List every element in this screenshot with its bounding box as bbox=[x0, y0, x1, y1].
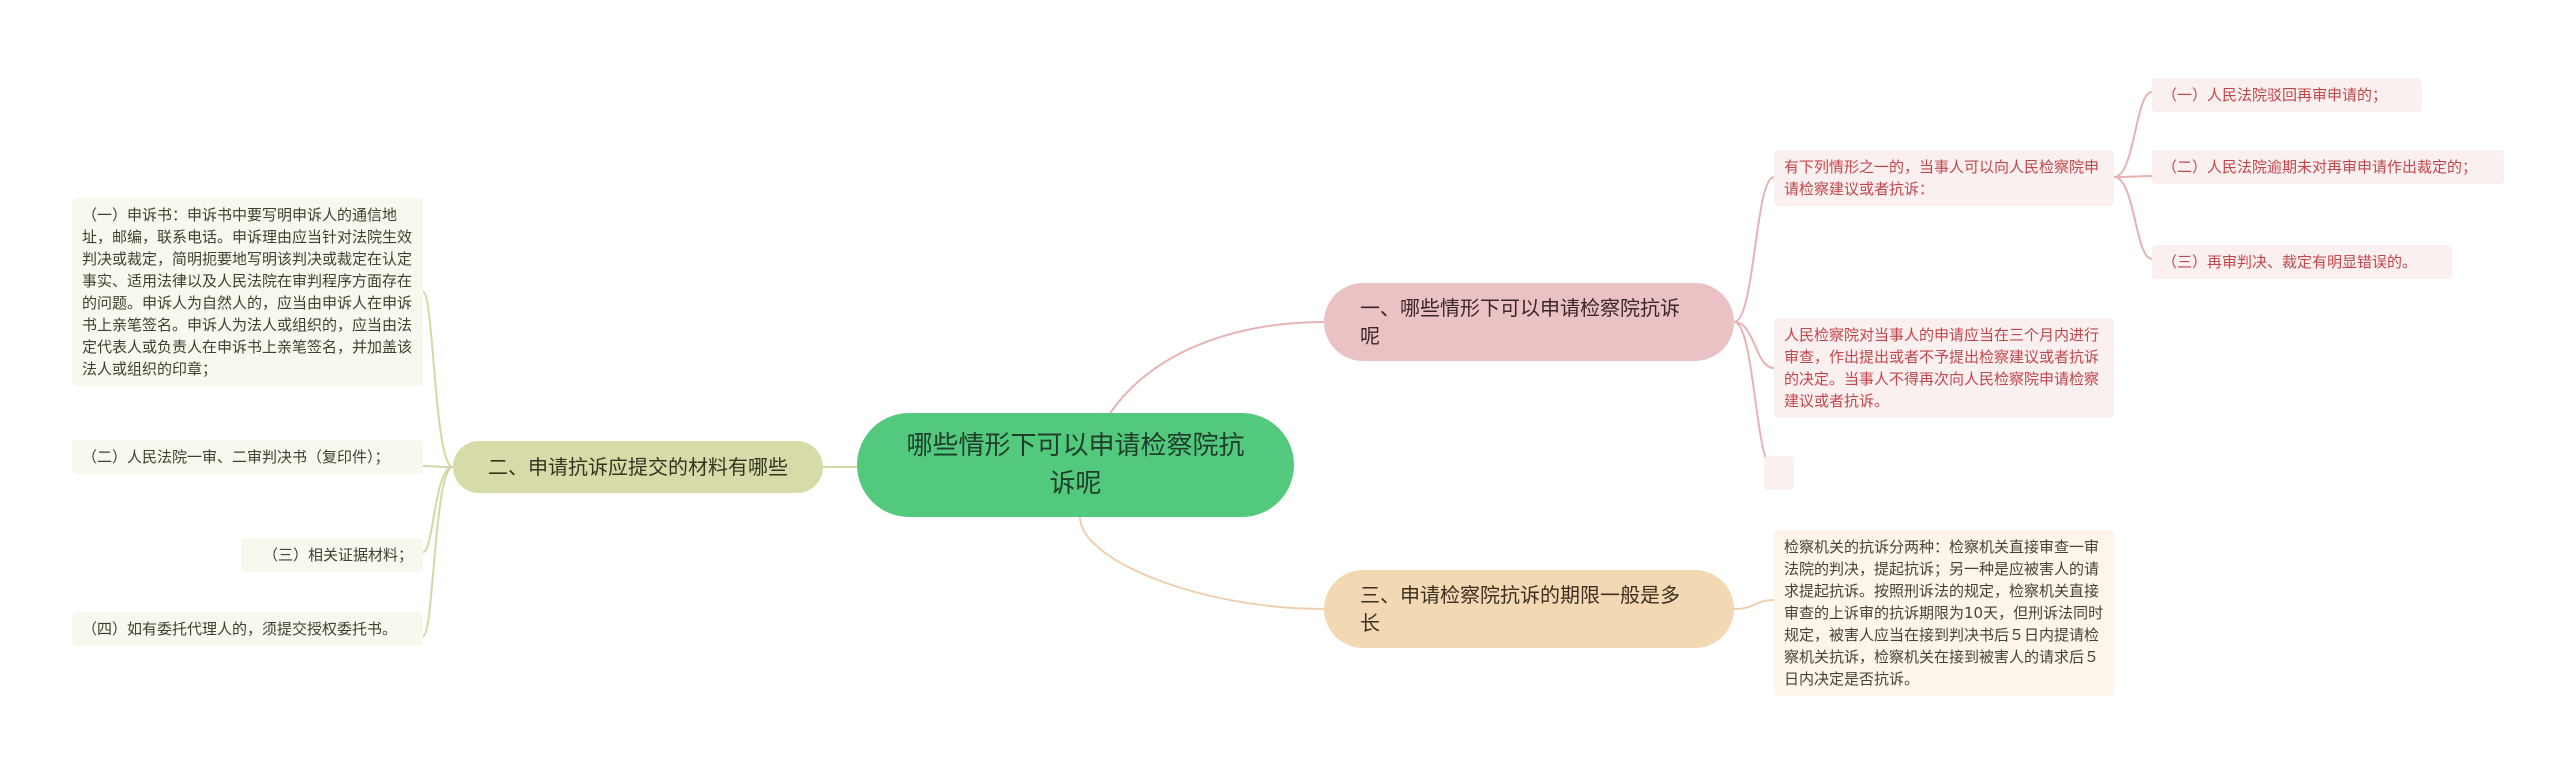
branch-2-topic[interactable]: 二、申请抗诉应提交的材料有哪些 bbox=[453, 441, 823, 493]
link-root-branch3 bbox=[1079, 516, 1325, 610]
link-branch1-leaf1 bbox=[1733, 176, 1775, 323]
link-branch3-leaf1 bbox=[1733, 599, 1775, 610]
branch-3-topic[interactable]: 三、申请检察院抗诉的期限一般是多长 bbox=[1324, 570, 1734, 648]
link-branch2-leaf3 bbox=[422, 466, 454, 553]
branch-2-leaf-2[interactable]: （二）人民法院一审、二审判决书（复印件）； bbox=[72, 440, 423, 474]
branch-1-leaf-1-sub-1[interactable]: （一）人民法院驳回再审申请的； bbox=[2152, 78, 2422, 112]
branch-2-leaf-4[interactable]: （四）如有委托代理人的，须提交授权委托书。 bbox=[72, 612, 423, 646]
branch-1-leaf-3-empty[interactable] bbox=[1764, 456, 1794, 490]
branch-2-leaf-3[interactable]: （三）相关证据材料； bbox=[241, 538, 423, 572]
link-branch1-leaf2 bbox=[1733, 321, 1775, 369]
link-leaf1-sub2 bbox=[2113, 175, 2153, 178]
link-leaf1-sub3 bbox=[2113, 176, 2153, 260]
branch-1-leaf-1-sub-2[interactable]: （二）人民法院逾期未对再审申请作出裁定的； bbox=[2152, 150, 2504, 184]
link-branch2-leaf1 bbox=[422, 291, 454, 468]
branch-1-leaf-1-sub-3[interactable]: （三）再审判决、裁定有明显错误的。 bbox=[2152, 245, 2452, 279]
link-branch2-leaf4 bbox=[422, 466, 454, 637]
branch-3-leaf-1[interactable]: 检察机关的抗诉分两种：检察机关直接审查一审法院的判决，提起抗诉；另一种是应被害人… bbox=[1774, 530, 2114, 696]
branch-2-leaf-1[interactable]: （一）申诉书：申诉书中要写明申诉人的通信地址，邮编，联系电话。申诉理由应当针对法… bbox=[72, 198, 423, 386]
branch-1-leaf-1[interactable]: 有下列情形之一的，当事人可以向人民检察院申请检察建议或者抗诉： bbox=[1774, 150, 2114, 206]
root-topic[interactable]: 哪些情形下可以申请检察院抗诉呢 bbox=[857, 413, 1294, 517]
branch-1-topic[interactable]: 一、哪些情形下可以申请检察院抗诉呢 bbox=[1324, 283, 1734, 361]
branch-1-leaf-2[interactable]: 人民检察院对当事人的申请应当在三个月内进行审查，作出提出或者不予提出检察建议或者… bbox=[1774, 318, 2114, 418]
link-leaf1-sub1 bbox=[2113, 91, 2153, 178]
link-branch2-leaf2 bbox=[422, 465, 454, 468]
